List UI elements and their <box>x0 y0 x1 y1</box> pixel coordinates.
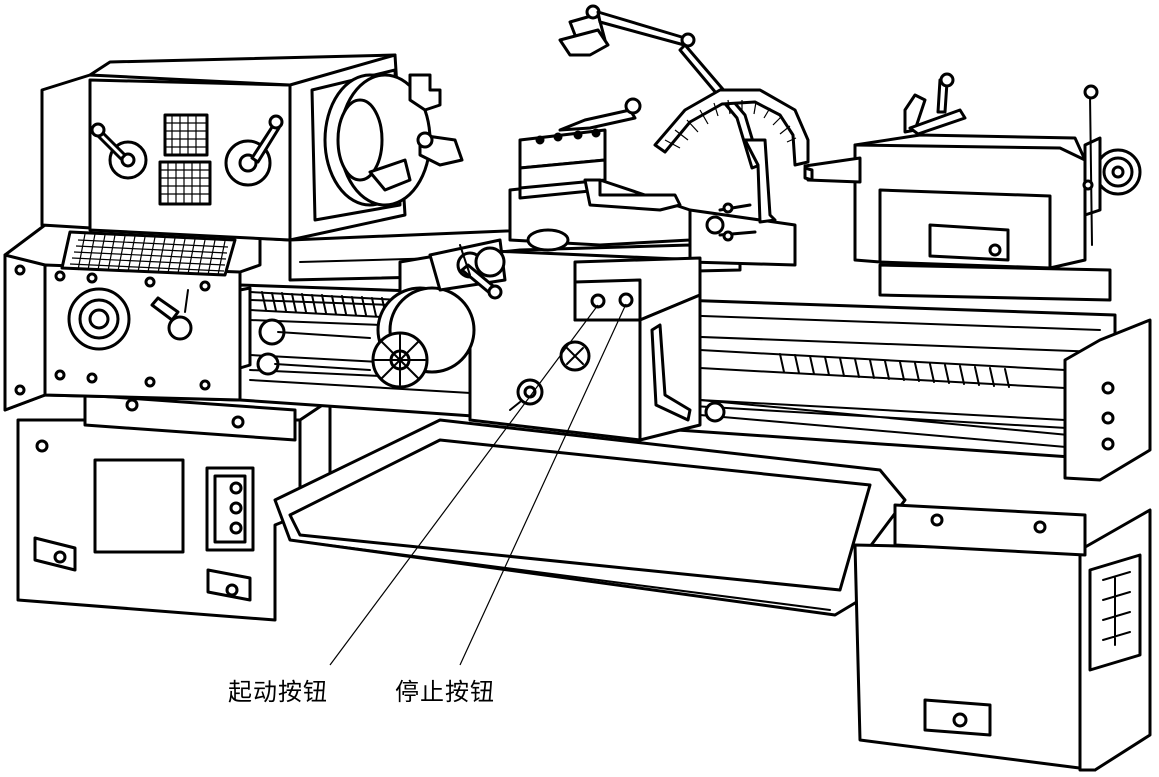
coolant-hose <box>653 88 810 167</box>
feed-table-grid <box>69 233 229 276</box>
feed-gearbox <box>3 223 262 412</box>
stop-button-label: 停止按钮 <box>395 678 495 706</box>
chuck <box>323 73 464 207</box>
lead-screw-right <box>779 353 1010 388</box>
lead-screw-left <box>261 291 387 317</box>
start-button <box>590 293 606 309</box>
lamp-post <box>743 138 777 224</box>
stop-button-leader <box>459 303 627 666</box>
lamp-shade <box>558 28 610 57</box>
feed-lever <box>150 296 180 322</box>
headstock-window-top <box>163 113 209 157</box>
right-pedestal <box>853 503 1152 772</box>
apron <box>238 248 726 442</box>
tailstock <box>803 72 1142 302</box>
work-lamp <box>558 4 810 224</box>
leader-lines <box>329 303 627 666</box>
chuck-jaw-top <box>408 73 442 112</box>
cross-slide-handle <box>428 238 507 300</box>
chuck-jaw-bottom <box>368 158 412 192</box>
pedestal-door-panel <box>93 458 185 554</box>
chip-tray <box>273 418 907 617</box>
tool-post-lever <box>558 108 637 132</box>
apron-lever <box>650 323 692 422</box>
start-button-label: 起动按钮 <box>228 678 328 706</box>
left-pedestal <box>16 398 332 622</box>
start-button-leader <box>329 304 599 666</box>
stop-button <box>618 292 634 308</box>
lamp-arm <box>596 10 690 48</box>
feed-table-plate <box>60 230 237 277</box>
